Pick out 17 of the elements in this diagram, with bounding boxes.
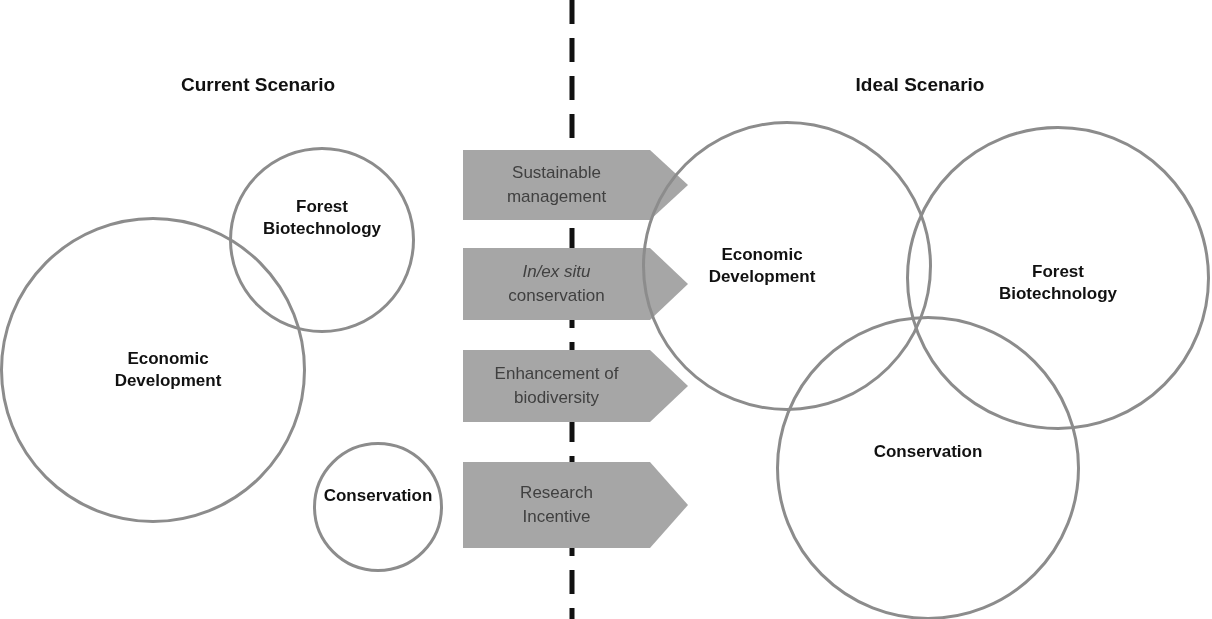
circle-label: Economic Development <box>707 244 817 288</box>
circle-label: Economic Development <box>113 348 223 392</box>
circle-label: Forest Biotechnology <box>997 261 1119 305</box>
circle <box>229 147 415 333</box>
circle-label: Conservation <box>322 485 434 507</box>
chevron-label: Sustainable management <box>505 162 608 208</box>
scenario-heading: Current Scenario <box>180 74 336 96</box>
chevron-label: Research Incentive <box>519 482 594 528</box>
circle <box>313 442 443 572</box>
circle <box>776 316 1080 619</box>
circle-label: Forest Biotechnology <box>261 196 383 240</box>
chevron-label: In/ex situ conservation <box>507 261 606 307</box>
circle-label: Conservation <box>872 441 984 463</box>
chevron-label: Enhancement of biodiversity <box>493 363 620 409</box>
circle <box>906 126 1210 430</box>
circle <box>642 121 932 411</box>
scenario-heading: Ideal Scenario <box>855 74 985 96</box>
